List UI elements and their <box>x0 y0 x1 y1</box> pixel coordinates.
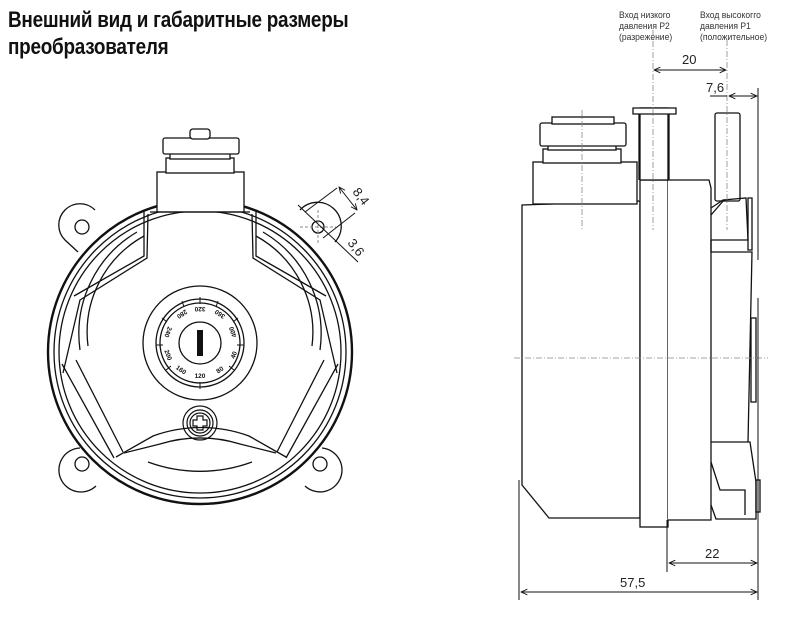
dial-label-280: 280 <box>175 308 188 320</box>
mounting-lug-top-right <box>299 201 342 243</box>
connector-nut <box>162 137 240 155</box>
dial-label-400: 400 <box>228 325 238 338</box>
dial-label-200: 200 <box>162 349 172 362</box>
side-view <box>521 107 761 528</box>
side-dimensions <box>518 70 759 600</box>
dial-label-320: 320 <box>194 305 205 312</box>
dial-label-120: 120 <box>195 373 206 380</box>
dial-ticks <box>156 297 244 389</box>
dial-knob <box>178 321 222 365</box>
dial-label-240: 240 <box>162 326 172 339</box>
high-pressure-line-3: (положительное) <box>700 32 768 43</box>
low-pressure-line-1: Вход низкого <box>619 10 671 21</box>
low-pressure-line-2: давления Р2 <box>619 21 670 32</box>
dial-label-40: 40 <box>230 350 239 360</box>
side-flange <box>639 179 669 528</box>
connector-cap <box>189 128 211 140</box>
high-pressure-line-1: Вход высокогго <box>700 10 761 21</box>
side-connector-nut <box>539 122 627 147</box>
side-body-main <box>521 200 641 519</box>
low-pressure-port <box>639 107 669 181</box>
dial-outer-ring <box>142 285 258 401</box>
dial-label-360: 360 <box>214 307 227 319</box>
page-title: Внешний вид и габаритные размеры преобра… <box>8 6 349 60</box>
slot-knob-icon[interactable] <box>197 330 203 356</box>
dimension-mount-hole-inner: 3,6 <box>345 236 368 259</box>
dimension-rear-depth: 22 <box>705 546 719 561</box>
title-line-1: Внешний вид и габаритные размеры <box>8 7 349 32</box>
low-pressure-input-label: Вход низкого давления Р2 (разрежение) <box>619 10 672 43</box>
phillips-screw-icon[interactable] <box>182 405 218 441</box>
mounting-lug-top-left <box>58 203 96 253</box>
dial-label-80: 80 <box>215 365 225 375</box>
high-pressure-input-label: Вход высокогго давления Р1 (положительно… <box>700 10 767 43</box>
front-view <box>46 128 354 506</box>
center-lines <box>514 30 768 359</box>
dimension-total-depth: 57,5 <box>620 575 645 590</box>
title-line-2: преобразователя <box>8 34 169 59</box>
side-plate-upper <box>750 317 757 403</box>
dimension-port-spacing: 20 <box>682 52 696 67</box>
low-pressure-line-3: (разрежение) <box>619 32 673 43</box>
high-pressure-line-2: давления Р1 <box>700 21 751 32</box>
high-pressure-port <box>714 112 741 202</box>
mount-hole-dimension <box>297 187 359 263</box>
mounting-lug-bottom-left <box>58 447 97 493</box>
dimension-port-offset: 7,6 <box>706 80 724 95</box>
mounting-lug-bottom-right <box>304 447 343 493</box>
connector-base <box>156 171 245 213</box>
